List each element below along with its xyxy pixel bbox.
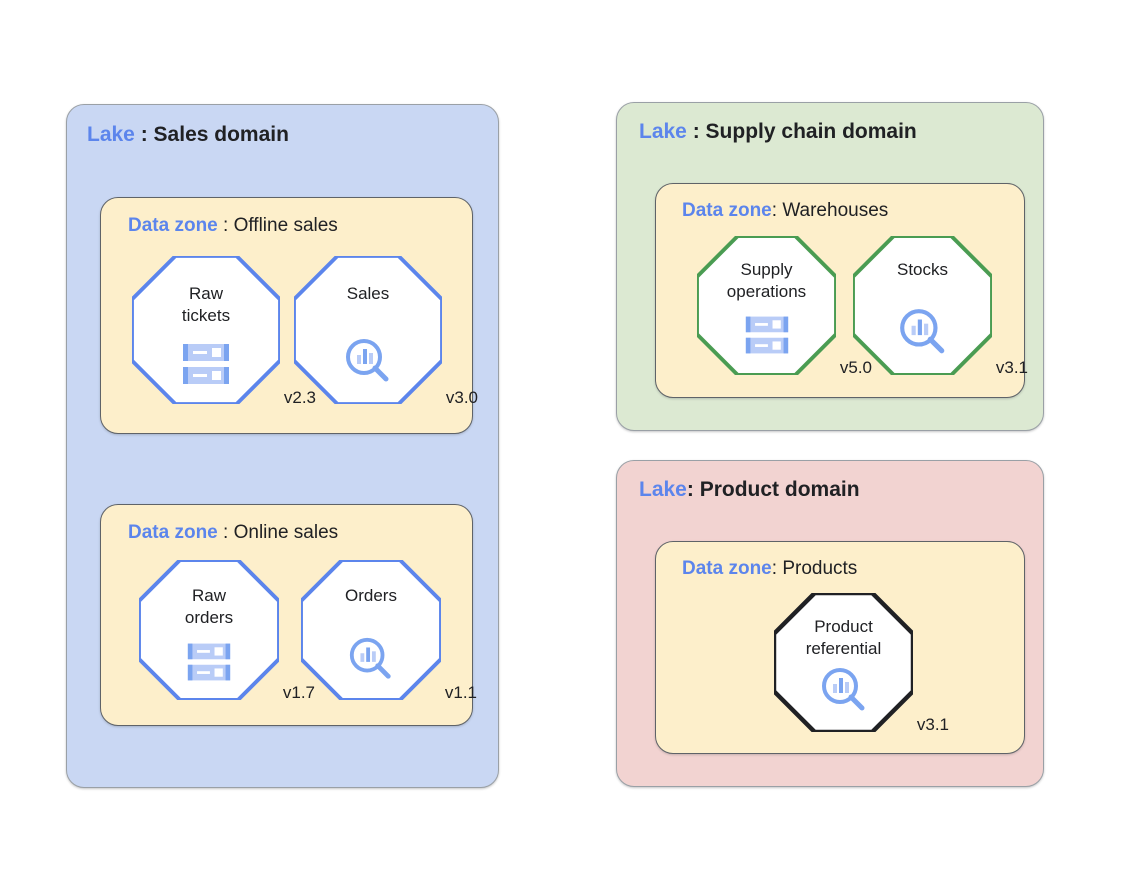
octagon-shape xyxy=(132,256,280,404)
analytics-search-icon xyxy=(343,336,393,391)
asset-label: Raw orders xyxy=(184,586,234,627)
lake-separator: : xyxy=(686,478,700,501)
lake-keyword: Lake xyxy=(87,123,135,146)
lake-keyword: Lake xyxy=(639,120,687,143)
data-zone-warehouses: Data zone: Warehouses Supply operations xyxy=(655,183,1028,398)
asset-label: Sales xyxy=(346,284,390,303)
lake-separator: : xyxy=(134,123,154,146)
lake-name: Sales domain xyxy=(153,123,289,146)
asset-version: v1.7 xyxy=(282,683,315,702)
database-server-glyph xyxy=(187,643,231,681)
data-zone-separator: : xyxy=(771,200,783,221)
asset-label: Supply operations xyxy=(726,260,807,301)
lake-product-domain: Lake: Product domain Data zone: Products… xyxy=(616,460,1044,787)
data-zone-warehouses-title: Data zone: Warehouses xyxy=(682,200,888,222)
data-zone-name: Offline sales xyxy=(233,215,338,236)
asset-label: Product referential xyxy=(805,617,882,658)
analytics-search-glyph xyxy=(346,339,389,382)
data-zone-name: Online sales xyxy=(233,522,339,543)
lake-name: Supply chain domain xyxy=(705,120,917,143)
data-zone-keyword: Data zone xyxy=(128,215,218,236)
asset-version: v1.1 xyxy=(444,683,477,702)
asset-version: v2.3 xyxy=(283,388,316,407)
asset-supply-operations[interactable]: Supply operations v5.0 xyxy=(697,236,872,377)
lake-separator: : xyxy=(686,120,706,143)
lake-keyword: Lake xyxy=(639,478,687,501)
data-zone-offline-sales-title: Data zone : Offline sales xyxy=(128,215,338,237)
octagon-shape xyxy=(853,236,992,375)
asset-label: Orders xyxy=(345,586,397,605)
database-server-icon xyxy=(186,641,232,688)
data-zone-separator: : xyxy=(771,558,783,579)
asset-version: v3.1 xyxy=(916,715,949,734)
data-zone-separator: : xyxy=(217,215,234,236)
asset-label: Stocks xyxy=(896,260,949,279)
asset-raw-orders[interactable]: Raw orders v1.7 xyxy=(139,560,315,702)
data-zone-name: Products xyxy=(782,558,858,579)
analytics-search-icon xyxy=(897,306,949,363)
analytics-search-glyph xyxy=(821,668,864,711)
octagon-shape xyxy=(301,560,441,700)
octagon-shape xyxy=(139,560,279,700)
octagon-shape xyxy=(697,236,836,375)
asset-sales[interactable]: Sales v3.0 xyxy=(294,256,478,407)
lake-sales-domain: Lake : Sales domain Data zone : Offline … xyxy=(66,104,499,788)
asset-stocks[interactable]: Stocks v3.1 xyxy=(853,236,1028,377)
analytics-search-glyph xyxy=(349,637,391,679)
data-zone-keyword: Data zone xyxy=(682,558,772,579)
database-server-icon xyxy=(181,342,231,391)
analytics-search-glyph xyxy=(899,309,944,354)
data-zone-offline-sales: Data zone : Offline sales Raw tickets xyxy=(100,197,478,434)
database-server-icon xyxy=(744,314,790,361)
lake-product-title: Lake: Product domain xyxy=(639,478,860,502)
lake-sales-title: Lake : Sales domain xyxy=(87,123,289,147)
asset-orders[interactable]: Orders v1.1 xyxy=(301,560,477,702)
data-zone-products: Data zone: Products Product referential xyxy=(655,541,1025,754)
database-server-glyph xyxy=(183,344,229,384)
analytics-search-icon xyxy=(347,635,395,688)
data-zone-online-sales-title: Data zone : Online sales xyxy=(128,522,338,544)
data-zone-name: Warehouses xyxy=(782,200,889,221)
data-zone-separator: : xyxy=(217,522,234,543)
analytics-search-icon xyxy=(819,665,869,720)
lake-supply-chain-domain: Lake : Supply chain domain Data zone: Wa… xyxy=(616,102,1044,431)
lake-supply-chain-title: Lake : Supply chain domain xyxy=(639,120,917,144)
lake-name: Product domain xyxy=(699,478,860,501)
data-zone-keyword: Data zone xyxy=(682,200,772,221)
asset-raw-tickets[interactable]: Raw tickets v2.3 xyxy=(132,256,316,407)
octagon-shape xyxy=(774,593,913,732)
asset-product-referential[interactable]: Product referential v3.1 xyxy=(774,593,949,734)
octagon-shape xyxy=(294,256,442,404)
database-server-glyph xyxy=(745,316,788,354)
asset-version: v3.0 xyxy=(445,388,478,407)
data-zone-products-title: Data zone: Products xyxy=(682,558,857,580)
asset-version: v5.0 xyxy=(839,358,872,377)
asset-version: v3.1 xyxy=(995,358,1028,377)
data-zone-online-sales: Data zone : Online sales Raw orders xyxy=(100,504,477,726)
asset-label: Raw tickets xyxy=(181,284,231,325)
data-zone-keyword: Data zone xyxy=(128,522,218,543)
